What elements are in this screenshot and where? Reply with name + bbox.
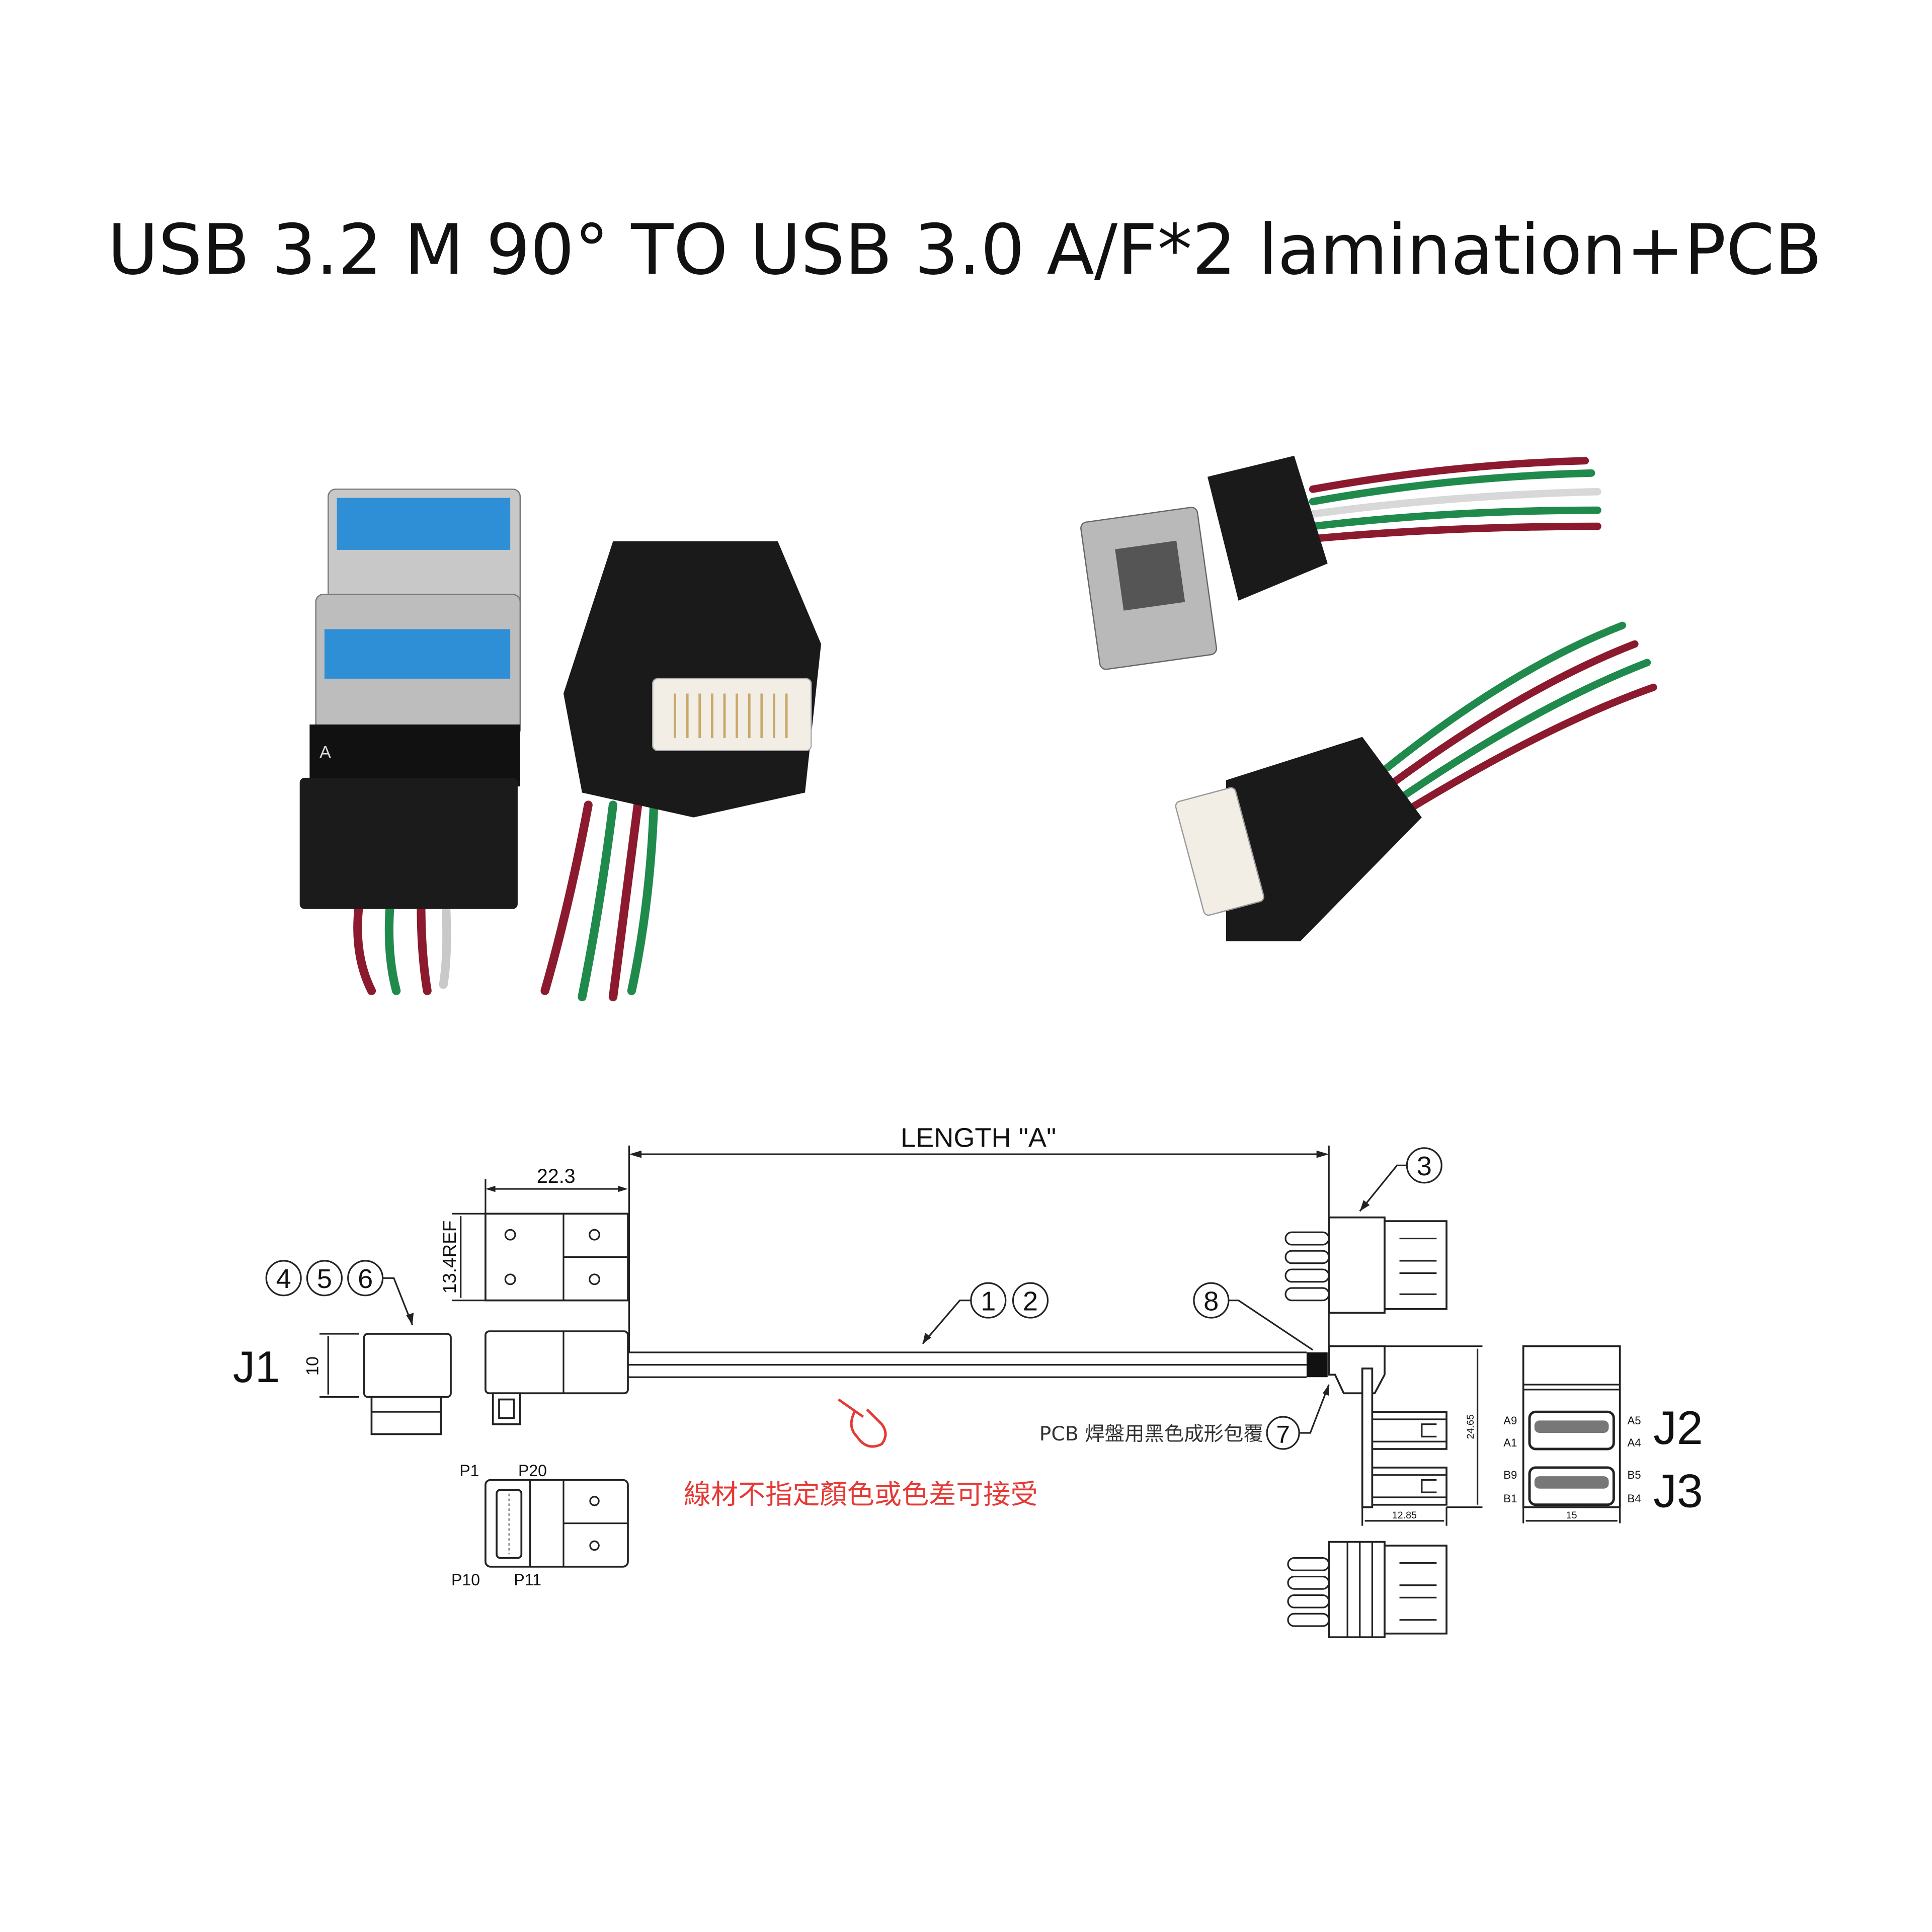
callout-2: 2 (1023, 1286, 1038, 1316)
usb32-key-a-plug (652, 678, 812, 751)
label-j2: J2 (1653, 1401, 1703, 1454)
pin-p1: P1 (459, 1462, 479, 1480)
pcb-overmold-side (1328, 1345, 1386, 1395)
label-j3: J3 (1653, 1465, 1703, 1517)
pin-b1: B1 (1503, 1492, 1517, 1505)
callout-3: 3 (1417, 1151, 1432, 1181)
dim-10: 10 (303, 1356, 323, 1376)
technical-drawing: LENGTH "A" 22.3 13.4REF 1 2 (233, 1122, 1703, 1639)
pin-p11: P11 (514, 1571, 541, 1589)
dim-15: 15 (1566, 1510, 1577, 1521)
pcb-board-side (1361, 1367, 1374, 1508)
dim-13-4-ref: 13.4REF (439, 1221, 460, 1294)
color-tolerance-note: 線材不指定顏色或色差可接受 (684, 1478, 1038, 1510)
pin-a5: A5 (1627, 1414, 1641, 1427)
j3-side (1371, 1467, 1447, 1506)
pcb-board (309, 725, 520, 787)
label-j1: J1 (233, 1342, 280, 1392)
usb-port-bottom-tongue (324, 629, 511, 679)
plug-right-angle-view (485, 1330, 629, 1395)
pin-b5: B5 (1627, 1469, 1641, 1481)
usb32-plug-photo (1175, 787, 1265, 916)
pin-a9: A9 (1503, 1414, 1517, 1427)
usb-receptacle-bottom-side (1328, 1541, 1386, 1639)
black-overmold-block (1306, 1352, 1328, 1378)
dim-22-3: 22.3 (537, 1165, 576, 1187)
dim-12-85: 12.85 (1392, 1510, 1417, 1521)
page-title: USB 3.2 M 90° TO USB 3.0 A/F*2 laminatio… (108, 209, 1822, 290)
photo-left-connectors: A (299, 489, 821, 1002)
pin-a4: A4 (1627, 1436, 1641, 1449)
wires-left (353, 800, 659, 1002)
callout-1: 1 (981, 1286, 996, 1316)
callout-8: 8 (1203, 1286, 1219, 1316)
overmold-left (299, 777, 518, 909)
j1-front-view (363, 1333, 452, 1398)
overmold-right-top (1208, 455, 1328, 601)
pcb-overmold-note: PCB 焊盤用黑色成形包覆 (1039, 1422, 1263, 1445)
photo-right-cable (1080, 455, 1657, 941)
pin-p10: P10 (451, 1571, 480, 1589)
dim-24-65: 24.65 (1465, 1414, 1476, 1439)
board-letter: A (319, 743, 331, 762)
pin-p20: P20 (518, 1462, 547, 1480)
j2-side (1371, 1411, 1447, 1450)
usb-receptacle-top-side (1328, 1216, 1386, 1314)
callout-5: 5 (317, 1264, 332, 1294)
overmold-right-bottom (1226, 737, 1422, 941)
pin-b9: B9 (1503, 1469, 1517, 1481)
pin-a1: A1 (1503, 1436, 1517, 1449)
usb-port-top-tongue (337, 498, 511, 550)
pin-b4: B4 (1627, 1492, 1641, 1505)
pointing-hand-icon (838, 1398, 887, 1448)
callout-6: 6 (358, 1264, 373, 1294)
callout-4: 4 (276, 1264, 291, 1294)
callout-7: 7 (1276, 1421, 1290, 1448)
length-label: LENGTH "A" (901, 1122, 1056, 1153)
